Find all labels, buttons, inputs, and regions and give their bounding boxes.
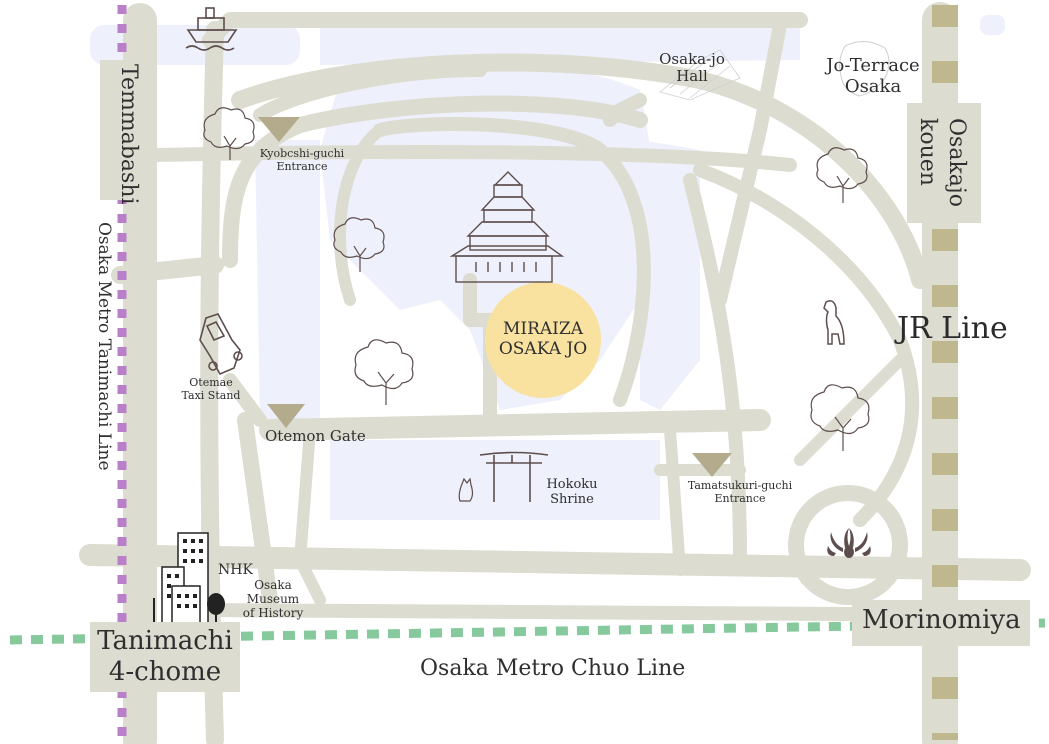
castle-label-line2: OSAKA JO [498,338,588,359]
kyobashi-entrance-suffix: Entrance [276,159,328,173]
tanimachi-line-label: Osaka Metro Tanimachi Line [94,222,114,471]
taxi-stand-line2: Taxi Stand [181,388,241,402]
taxi-stand-label: Otemae Taxi Stand [176,376,246,402]
tanimachi-station-box [90,622,240,692]
museum-line3: of History [242,605,304,620]
osaka-jo-hall-line2: Hall [676,67,708,86]
hokoku-shrine-label: Hokoku Shrine [542,477,602,508]
morinomiya-station-box [852,600,1030,646]
morinomiya-station-label: Morinomiya [862,605,1021,635]
osaka-jo-hall-line1: Osaka-jo [659,50,725,68]
tree-icon [816,147,868,203]
tanimachi-line1: Tanimachi [97,626,233,656]
tamatsukuri-entrance-marker [692,453,732,477]
hokoku-shrine-line1: Hokoku [546,477,598,492]
castle-highlight [485,282,601,398]
tree-icon [354,339,414,405]
kyobashi-entrance-label: Kyobcshi-guchi Entrance [244,147,360,173]
taxi-icon [199,313,243,376]
kyobashi-entrance-name: Kyobcshi-guchi [259,147,345,160]
castle-label: MIRAIZA OSAKA JO [484,319,602,359]
tamatsukuri-entrance-name: Tamatsukuri-guchi [687,479,793,492]
taxi-stand-line1: Otemae [189,376,233,389]
boat-icon [185,7,238,51]
dog-icon [823,300,845,345]
museum-line2: Museum [246,591,300,606]
jr-line-label: JR Line [897,311,1008,346]
jo-terrace-label: Jo-Terrace Osaka [816,55,930,97]
castle-icon [449,171,565,283]
museum-line1: Osaka [254,578,292,592]
tamatsukuri-entrance-label: Tamatsukuri-guchi Entrance [680,479,800,505]
kyobashi-entrance-marker [258,117,300,142]
tanimachi-line2: 4-chome [108,657,222,688]
otemon-entrance-marker [267,404,305,428]
fountain-icon [827,528,871,558]
osakajo-kouen-line1: Osakajo [944,118,969,207]
osakajo-kouen-station-box [907,103,981,223]
tree-icon [333,217,385,272]
tree-icon [203,107,255,160]
jo-terrace-line1: Jo-Terrace [826,55,920,76]
osakajo-kouen-station-label: Osakajo kouen [913,118,970,207]
temmabashi-station-label: Temmabashi [116,64,141,205]
nhk-label: NHK [218,562,253,578]
temmabashi-station-box [100,60,152,200]
building-icon [140,532,240,626]
jo-terrace-line2: Osaka [844,75,902,97]
hokoku-shrine-line2: Shrine [550,491,594,507]
tree-icon [810,384,870,451]
terrace-icon [839,41,890,97]
tamatsukuri-entrance-suffix: Entrance [714,491,766,505]
tanimachi-station-label: Tanimachi 4-chome [92,626,238,688]
museum-label: Osaka Museum of History [240,578,306,620]
osaka-jo-hall-label: Osaka-jo Hall [650,50,734,86]
torii-icon [479,451,549,502]
hall-icon [659,49,741,101]
osakajo-kouen-line2: kouen [915,118,941,186]
castle-label-line1: MIRAIZA [502,319,583,339]
otemon-gate-label: Otemon Gate [265,427,366,445]
chuo-line-label: Osaka Metro Chuo Line [420,656,686,681]
cat-icon [458,477,473,502]
